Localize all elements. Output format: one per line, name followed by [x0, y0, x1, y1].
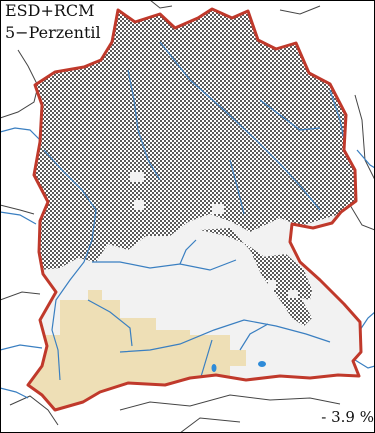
border-austria-south: [119, 394, 341, 411]
border-baltic-coast: [279, 5, 321, 15]
river-main: [92, 259, 237, 271]
river-rhine: [43, 149, 97, 381]
rivers-outside: [0, 127, 375, 399]
river-elbe: [159, 41, 321, 211]
river-lech: [199, 339, 213, 381]
river-saale: [229, 159, 245, 215]
lake-chiemsee: [258, 361, 266, 367]
no-signal-holes: [130, 172, 298, 298]
river-isar: [239, 323, 269, 351]
river-neckar: [87, 299, 133, 347]
river-havel: [259, 99, 321, 131]
border-france-lux: [0, 291, 41, 301]
value-label: - 3.9 %: [321, 408, 374, 426]
border-swiss: [9, 395, 59, 426]
river-weser: [127, 69, 161, 181]
border-poland: [354, 94, 375, 181]
border-belgium: [0, 204, 35, 215]
map-title-line-1: ESD+RCM: [5, 1, 95, 20]
map-title-line-2: 5−Perzentil: [5, 23, 101, 42]
border-czech: [349, 204, 375, 231]
border-denmark: [149, 0, 173, 9]
lake-ammersee: [211, 364, 217, 372]
river-danube: [119, 319, 331, 353]
border-netherlands: [0, 49, 39, 119]
rivers-inside: [43, 41, 347, 381]
border-italy: [179, 417, 241, 433]
river-main-upper: [179, 239, 197, 265]
